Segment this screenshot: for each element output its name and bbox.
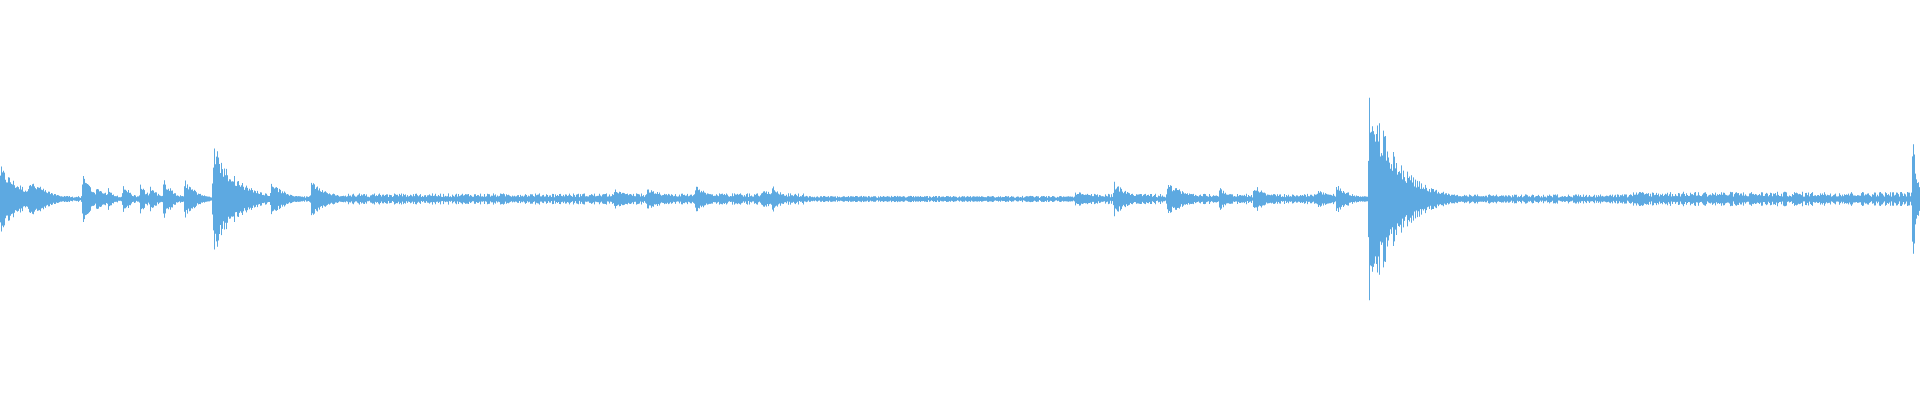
waveform-bars bbox=[0, 97, 1920, 301]
